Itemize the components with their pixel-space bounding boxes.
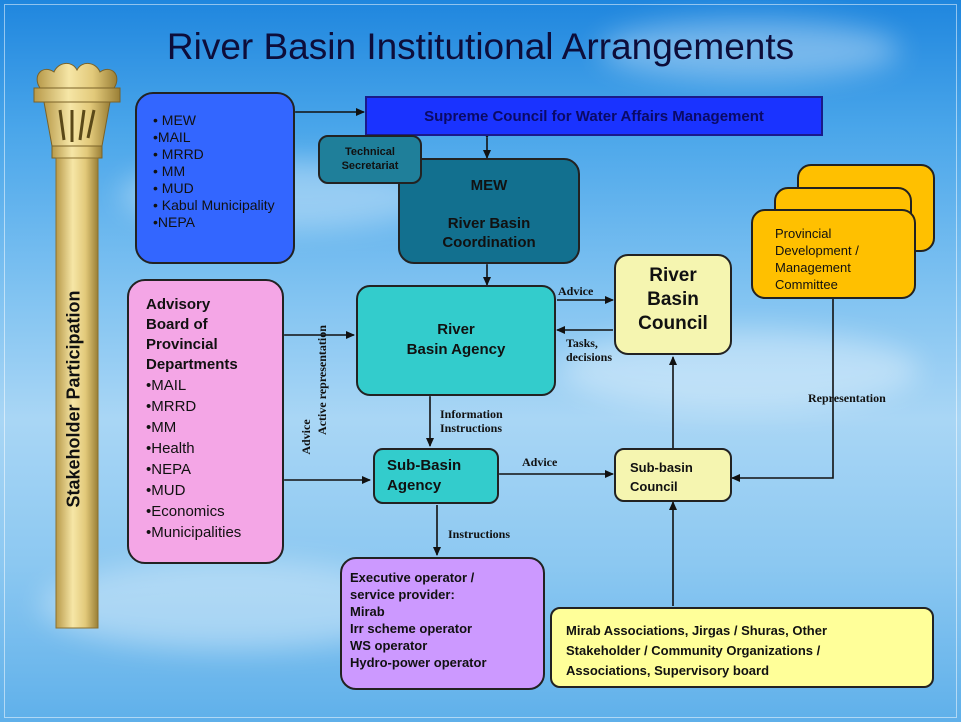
mew-line: Coordination — [442, 234, 536, 251]
executive-line: Irr scheme operator — [350, 621, 473, 636]
ministry-item: •MAIL — [153, 129, 191, 145]
tasks-line: Tasks, — [566, 336, 598, 350]
mirab-line: Mirab Associations, Jirgas / Shuras, Oth… — [566, 623, 828, 638]
advice-vertical-label: Advice — [299, 419, 313, 455]
executive-operator-text: Executive operator / service provider: Mir… — [350, 569, 543, 671]
ministry-item: • MRRD — [153, 146, 204, 162]
information-line: Information — [440, 407, 503, 421]
ministry-item: • Kabul Municipality — [153, 197, 275, 213]
representation-label: Representation — [808, 391, 886, 405]
supreme-council-box: Supreme Council for Water Affairs Manage… — [365, 96, 823, 136]
advisory-item: •NEPA — [146, 461, 191, 478]
advisory-item: •MAIL — [146, 377, 187, 394]
advisory-item: •MRRD — [146, 398, 197, 415]
advice-sub-label: Advice — [522, 455, 558, 469]
sub-council-line: Council — [630, 479, 678, 494]
provincial-subcouncil-arrow — [731, 297, 834, 482]
executive-line: service provider: — [350, 587, 455, 602]
agency-line: Basin Agency — [406, 341, 506, 358]
executive-line: Mirab — [350, 604, 385, 619]
agency-line: River — [437, 321, 475, 338]
instructions-label: Instructions — [448, 527, 511, 541]
executive-line: WS operator — [350, 638, 428, 653]
sub-council-line: Sub-basin — [630, 460, 693, 475]
provincial-line: Committee — [775, 277, 838, 292]
advisory-board-items: •MAIL •MRRD •MM •Health •NEPA •MUD •Economics •… — [146, 375, 282, 543]
ministry-item: • MUD — [153, 180, 194, 196]
tasks-decisions-label: Tasks,decisions — [566, 336, 612, 364]
mew-line — [400, 195, 578, 214]
advisory-heading-line: Board of — [146, 316, 208, 333]
sub-agency-line: Agency — [387, 477, 442, 494]
council-line: Basin — [647, 289, 699, 310]
advisory-item: •Municipalities — [146, 524, 242, 541]
mirab-associations-box: Mirab Associations, Jirgas / Shuras, Oth… — [550, 607, 934, 688]
slide-title: River Basin Institutional Arrangements — [166, 26, 795, 67]
provincial-line: Development / — [775, 243, 859, 258]
ministry-item: •NEPA — [153, 214, 195, 230]
active-representation-label: Active representation — [315, 325, 329, 435]
ministry-item: • MEW — [153, 112, 197, 128]
advisory-item: •Health — [146, 440, 195, 457]
advisory-heading-line: Advisory — [146, 296, 211, 313]
provincial-line: Management — [775, 260, 851, 275]
advice-top-label: Advice — [558, 284, 594, 298]
secretariat-line: Technical — [345, 146, 395, 158]
sub-agency-line: Sub-Basin — [387, 457, 462, 474]
cloud-decoration — [600, 20, 900, 80]
executive-line: Hydro-power operator — [350, 655, 487, 670]
supreme-council-label: Supreme Council for Water Affairs Manage… — [424, 107, 764, 125]
advisory-item: •MUD — [146, 482, 186, 499]
slide-frame — [4, 4, 957, 718]
tasks-line: decisions — [566, 350, 613, 364]
pillar-icon — [33, 63, 121, 629]
ministry-item: • MM — [153, 163, 186, 179]
executive-operator-box: Executive operator / service provider: Mir… — [340, 557, 545, 690]
council-line: River — [649, 265, 697, 286]
mirab-line: Stakeholder / Community Organizations / — [566, 643, 821, 658]
advisory-heading-line: Departments — [146, 356, 238, 373]
ministries-list: • MEW•MAIL• MRRD• MM• MUD• Kabul Municip… — [153, 112, 293, 231]
advisory-heading-line: Provincial — [146, 336, 218, 353]
advisory-item: •Economics — [146, 503, 225, 520]
advisory-item: •MM — [146, 419, 177, 436]
ministries-box: • MEW•MAIL• MRRD• MM• MUD• Kabul Municip… — [135, 92, 295, 264]
secretariat-line: Secretariat — [341, 160, 399, 172]
council-line: Council — [638, 313, 708, 334]
mirab-line: Associations, Supervisory board — [566, 663, 770, 678]
mew-line: MEW — [470, 177, 508, 194]
mew-line: River Basin — [447, 215, 531, 232]
mirab-associations-text: Mirab Associations, Jirgas / Shuras, Oth… — [566, 621, 932, 681]
provincial-line: Provincial — [775, 226, 832, 241]
executive-line: Executive operator / — [350, 570, 475, 585]
information-line: Instructions — [440, 421, 503, 435]
